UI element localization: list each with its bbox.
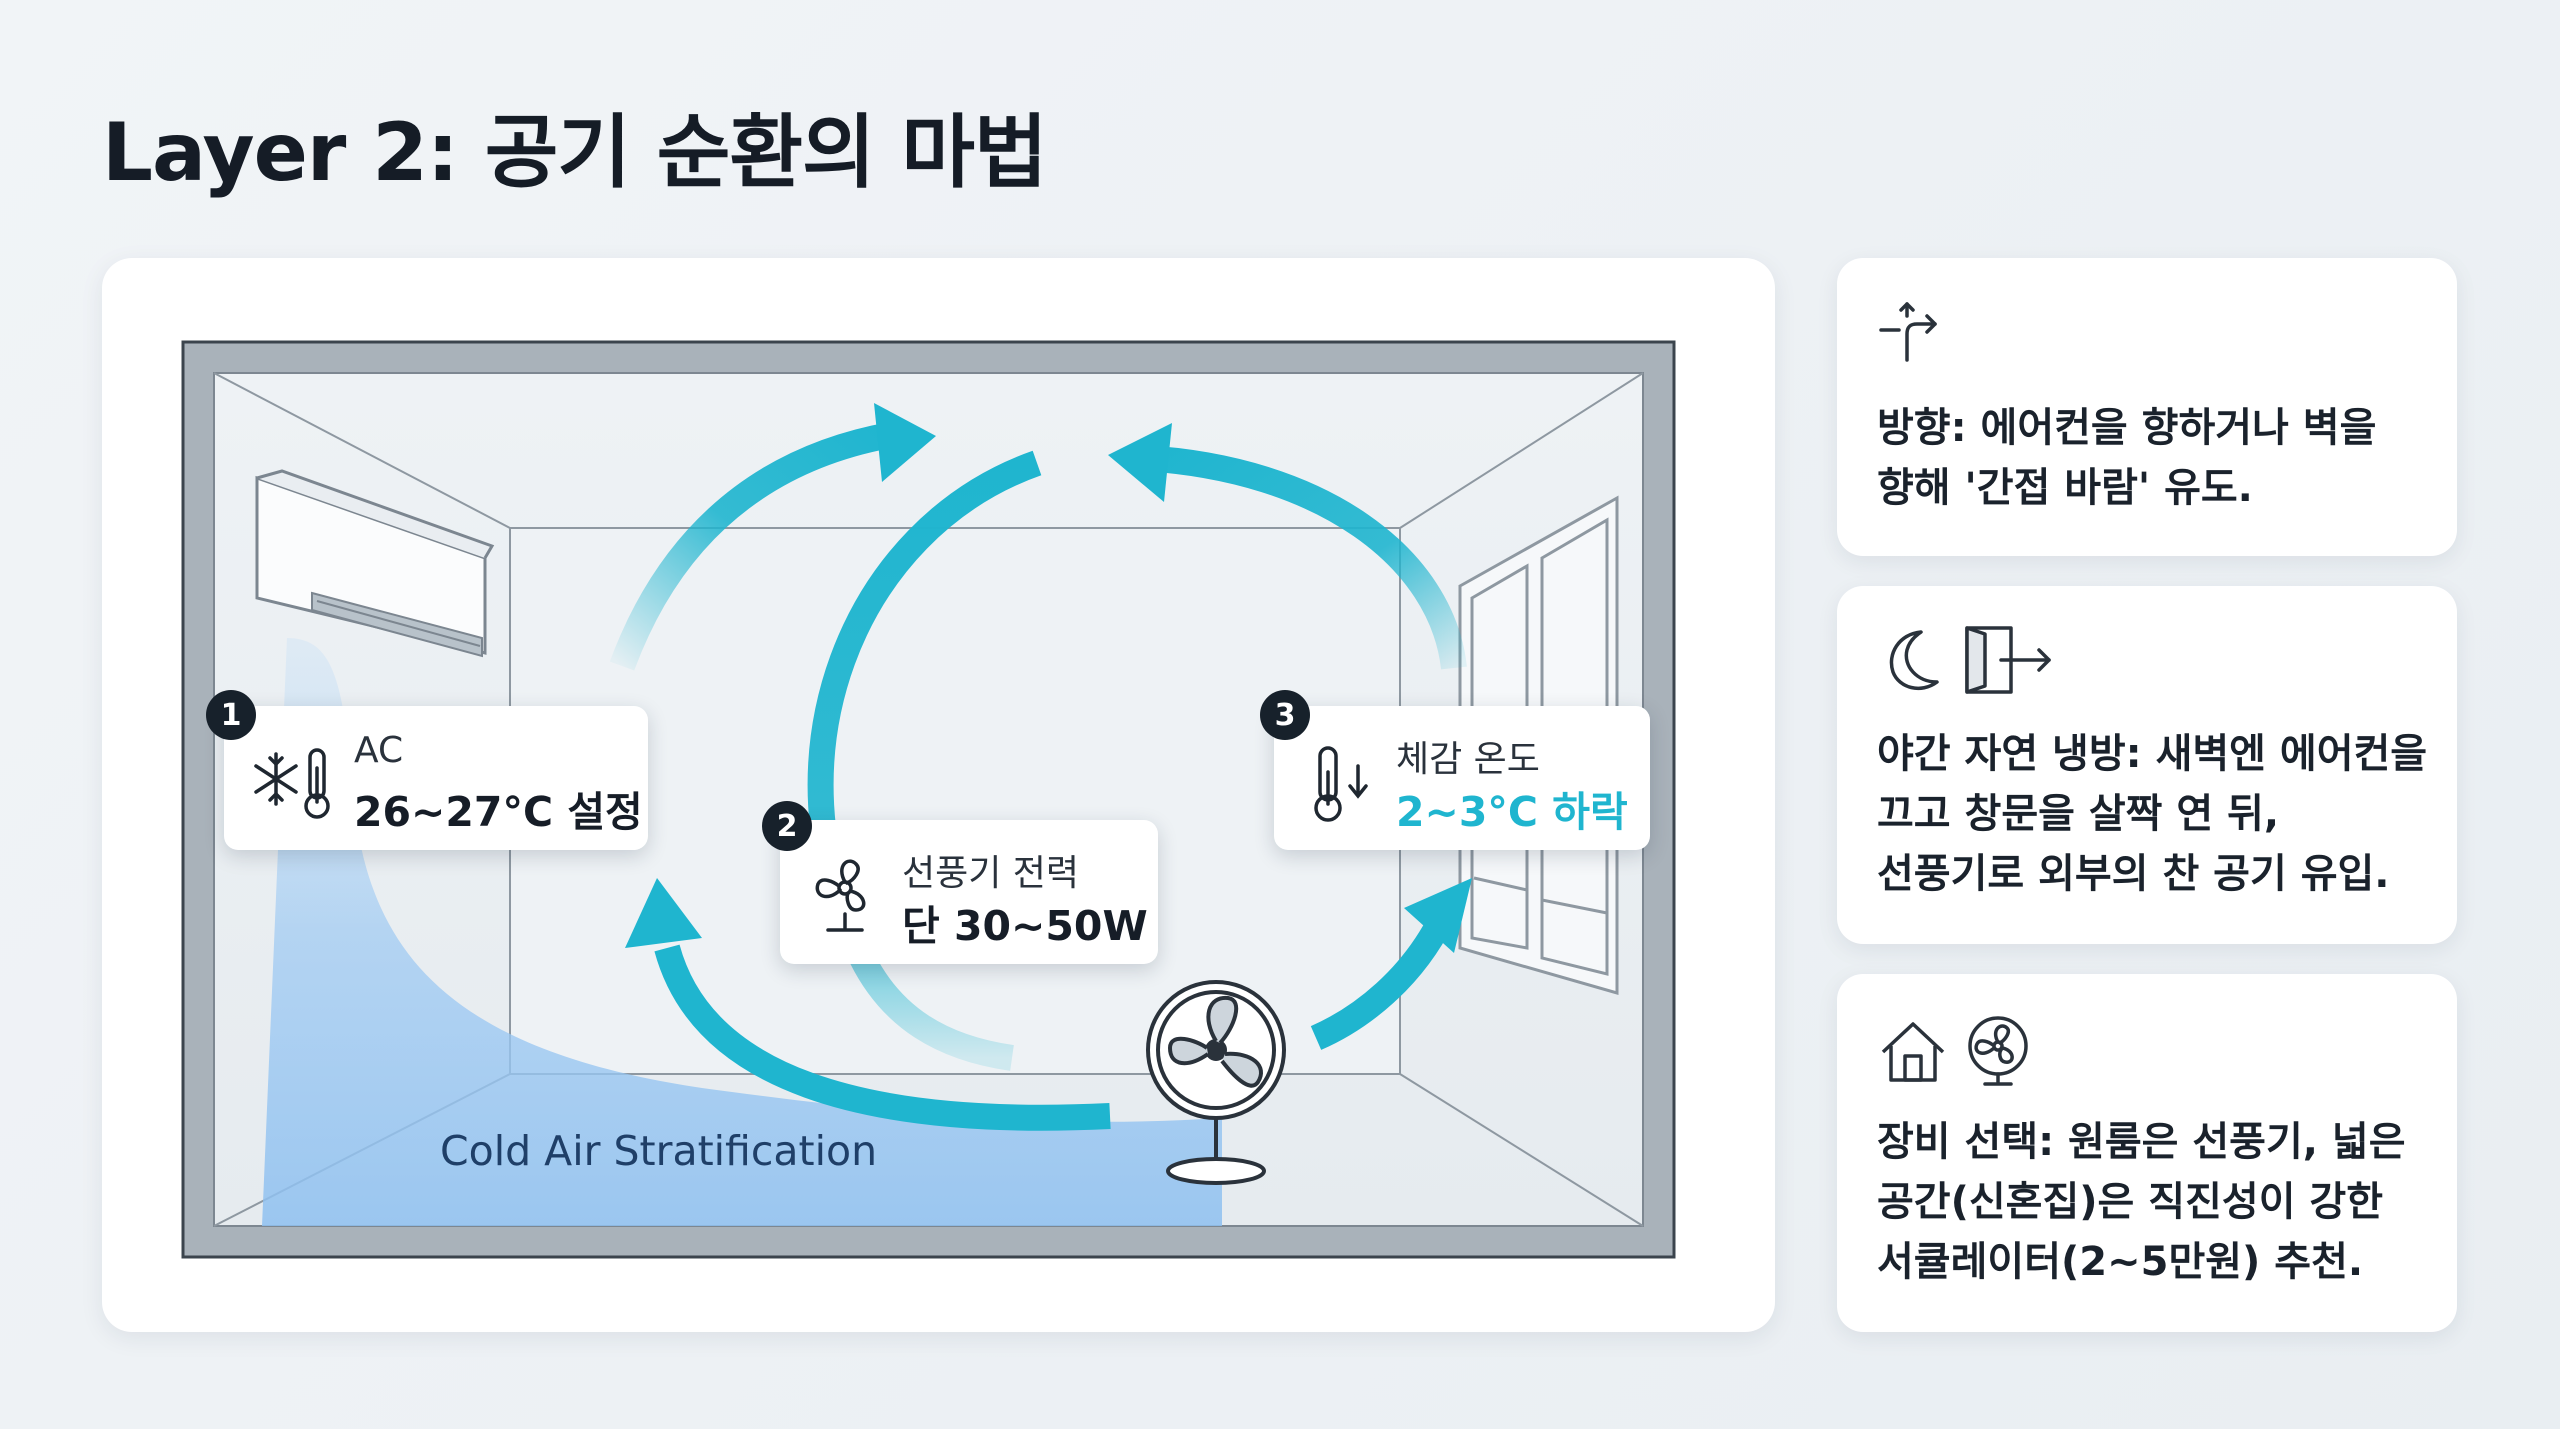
step-badge-2: 2	[762, 801, 812, 851]
tip-card-direction: 방향: 에어컨을 향하거나 벽을 향해 '간접 바람' 유도.	[1837, 258, 2457, 556]
tip-card-equipment: 장비 선택: 원룸은 선풍기, 넓은 공간(신혼집)은 직진성이 강한 서큘레이…	[1837, 974, 2457, 1332]
tip-night-text: 야간 자연 냉방: 새벽엔 에어컨을 끄고 창문을 살짝 연 뒤, 선풍기로 외…	[1877, 724, 2427, 904]
house-icon	[1881, 1022, 1945, 1082]
tip-line: 방향: 에어컨을 향하거나 벽을	[1877, 405, 2377, 451]
fan-icon	[1968, 1016, 2028, 1086]
diagram-card: Cold Air Stratification AC 26~27°C 설정 1 …	[102, 258, 1775, 1332]
standing-fan	[1146, 980, 1286, 1185]
cold-air-stratification-label: Cold Air Stratification	[440, 1127, 878, 1175]
thermometer-down-icon	[1314, 746, 1368, 822]
tip-direction-text: 방향: 에어컨을 향하거나 벽을 향해 '간접 바람' 유도.	[1877, 398, 2376, 518]
tip-line: 서큘레이터(2~5만원) 추천.	[1877, 1239, 2364, 1285]
tip-equipment-text: 장비 선택: 원룸은 선풍기, 넓은 공간(신혼집)은 직진성이 강한 서큘레이…	[1877, 1112, 2406, 1292]
tip-line: 장비 선택: 원룸은 선풍기, 넓은	[1877, 1119, 2406, 1165]
step-badge-1: 1	[206, 690, 256, 740]
step-badge-3: 3	[1260, 690, 1310, 740]
tip-line: 야간 자연 냉방: 새벽엔 에어컨을	[1877, 731, 2428, 777]
snowflake-thermometer-icon	[254, 748, 330, 819]
fan-power-label: 선풍기 전력 단 30~50W	[780, 820, 1158, 964]
tip-line: 공간(신혼집)은 직진성이 강한	[1877, 1179, 2384, 1225]
fan-small-label: 선풍기 전력	[902, 853, 1080, 894]
ac-unit	[255, 469, 495, 658]
temp-big-label: 2~3°C 하락	[1396, 788, 1628, 836]
tip-card-night-cooling: 야간 자연 냉방: 새벽엔 에어컨을 끄고 창문을 살짝 연 뒤, 선풍기로 외…	[1837, 586, 2457, 944]
ac-small-label: AC	[354, 730, 404, 771]
perceived-temp-label: 체감 온도 2~3°C 하락	[1274, 706, 1650, 850]
ac-setting-label: AC 26~27°C 설정	[224, 706, 648, 850]
door-exit-icon	[1965, 626, 2051, 694]
tip-line: 향해 '간접 바람' 유도.	[1877, 465, 2253, 511]
ac-big-label: 26~27°C 설정	[354, 788, 643, 836]
tip-line: 끄고 창문을 살짝 연 뒤,	[1877, 791, 2280, 837]
page-title: Layer 2: 공기 순환의 마법	[102, 106, 1048, 199]
turn-arrow-icon	[1879, 302, 1937, 362]
tip-line: 선풍기로 외부의 찬 공기 유입.	[1877, 851, 2390, 897]
fan-icon	[815, 859, 866, 932]
fan-big-label: 단 30~50W	[902, 902, 1148, 950]
moon-icon	[1889, 630, 1939, 691]
temp-small-label: 체감 온도	[1396, 739, 1540, 780]
